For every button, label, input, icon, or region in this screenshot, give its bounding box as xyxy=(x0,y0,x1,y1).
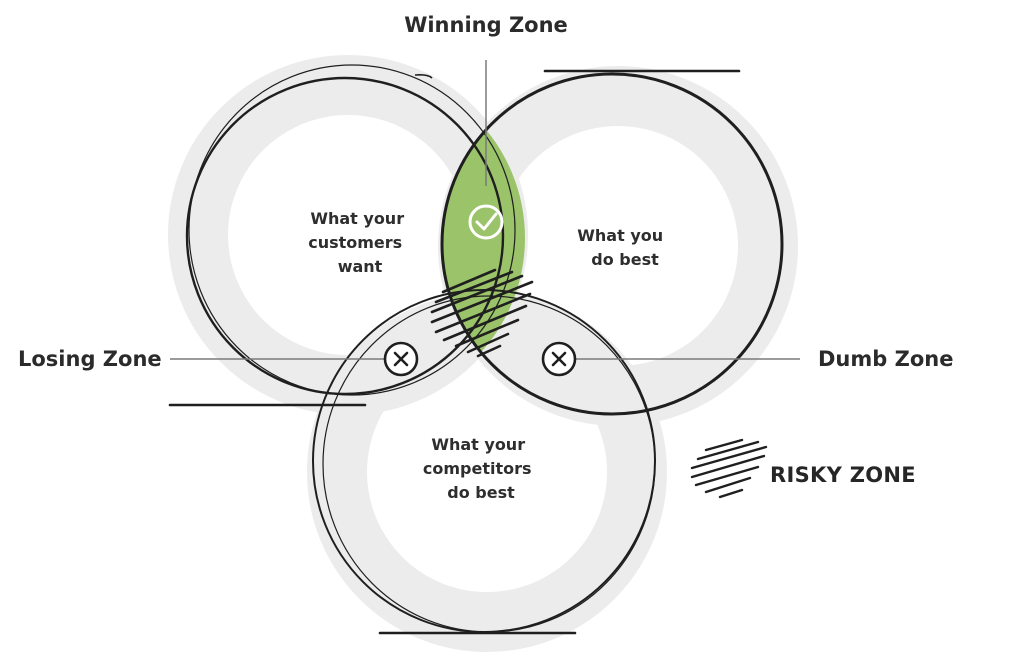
circle-customers xyxy=(185,64,516,396)
circle-you xyxy=(440,72,784,416)
competitors-label: What your competitors do best xyxy=(423,435,537,502)
check-circle-icon xyxy=(468,204,504,240)
accent-lines xyxy=(168,69,741,635)
winning-zone-title: Winning Zone xyxy=(404,13,568,37)
losing-zone-title: Losing Zone xyxy=(18,347,162,371)
you-label: What you do best xyxy=(577,226,668,269)
connectors xyxy=(170,60,800,360)
customers-label: What your customers want xyxy=(308,209,409,276)
hatch-icon xyxy=(690,438,768,499)
x-circle-icon xyxy=(383,341,419,377)
risky-zone-title: RISKY ZONE xyxy=(770,463,916,487)
x-circle-icon xyxy=(541,341,577,377)
dumb-zone-title: Dumb Zone xyxy=(818,347,953,371)
